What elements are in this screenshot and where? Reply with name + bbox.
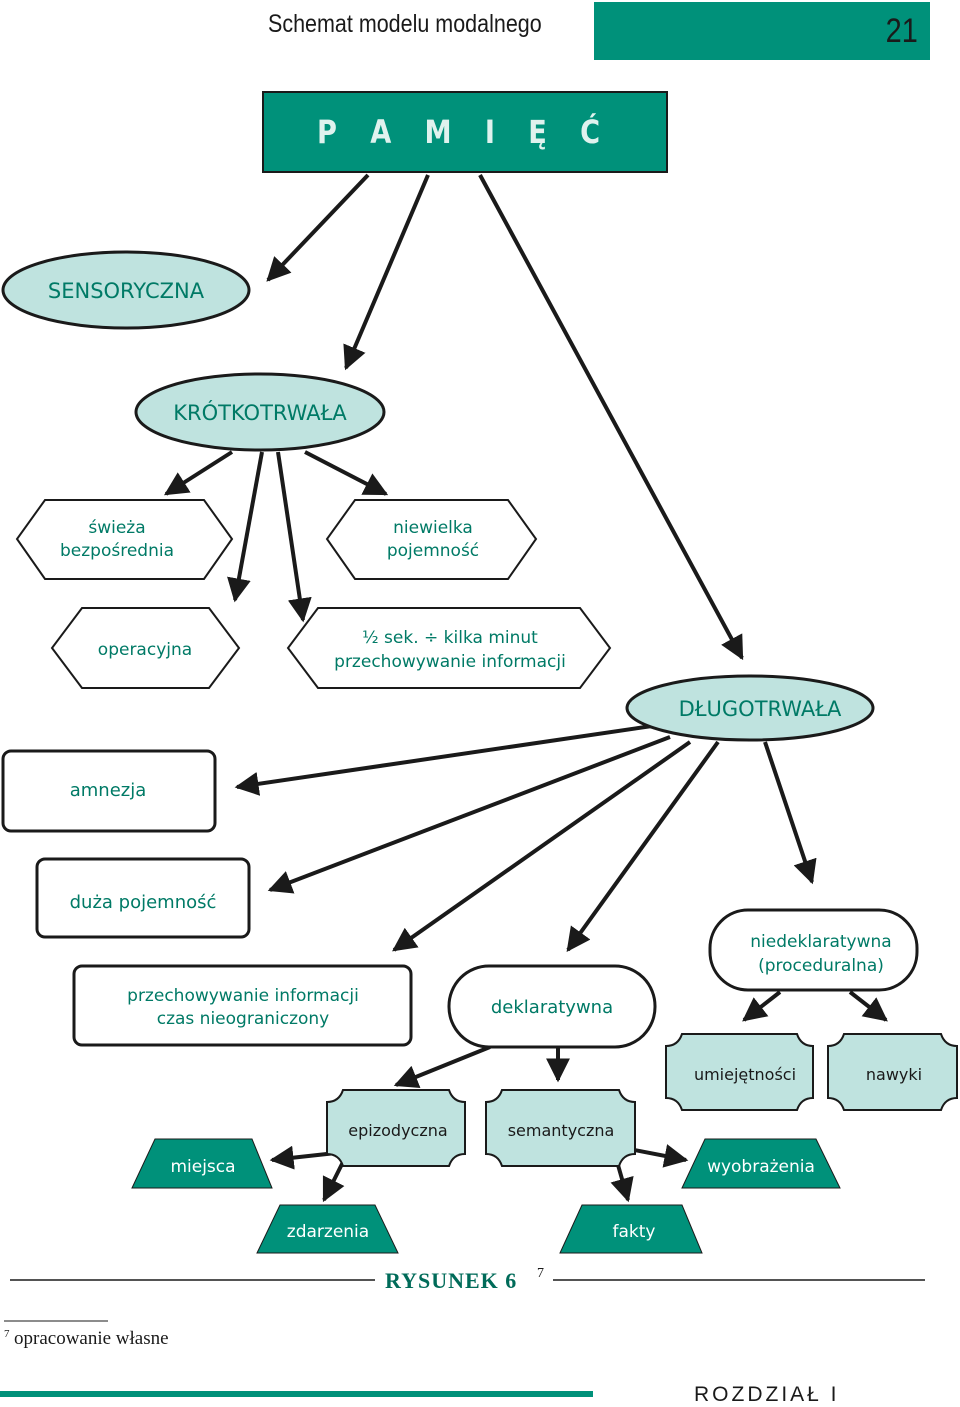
node-amnesia-label: amnezja — [70, 780, 147, 801]
node-places-label: miejsca — [170, 1157, 235, 1177]
arrow-to-long-term — [478, 174, 744, 661]
arrow-to-events — [322, 1157, 347, 1203]
figure-caption-footnote-ref: 7 — [537, 1266, 544, 1281]
figure-caption: RYSUNEK 6 — [385, 1268, 518, 1293]
node-events-label: zdarzenia — [287, 1222, 369, 1242]
node-long-term — [625, 674, 875, 742]
node-semantic — [485, 1089, 636, 1167]
footer-chapter: ROZDZIAŁ I — [694, 1383, 840, 1406]
arrow-to-skills — [742, 990, 782, 1022]
arrow-to-large-capacity — [267, 735, 671, 894]
footnote-number: 7 — [4, 1328, 10, 1340]
node-fresh-line2: bezpośrednia — [60, 541, 174, 561]
node-nondeclarative-line1: niedeklaratywna — [750, 932, 891, 952]
arrow-to-duration — [276, 451, 312, 623]
page-header-title: Schemat modelu modalnego — [268, 10, 542, 38]
node-duration — [286, 607, 612, 689]
node-sensory-label: SENSORYCZNA — [48, 279, 205, 303]
node-semantic-label: semantyczna — [508, 1121, 615, 1140]
node-places — [131, 1138, 273, 1189]
node-amnesia — [1, 749, 217, 833]
node-sensory — [1, 250, 251, 330]
node-declarative-label: deklaratywna — [491, 997, 613, 1018]
page-number: 21 — [885, 12, 918, 50]
arrow-to-habits — [848, 990, 888, 1022]
node-episodic — [326, 1089, 466, 1167]
node-small-capacity — [325, 499, 538, 580]
arrow-to-short-term — [343, 174, 430, 371]
arrow-to-small-capacity — [304, 450, 389, 496]
node-operational-label: operacyjna — [98, 640, 192, 660]
arrow-to-unlimited-storage — [392, 740, 692, 952]
node-small-capacity-line1: niewielka — [393, 518, 473, 538]
arrow-to-fresh — [163, 450, 234, 496]
node-images-label: wyobrażenia — [707, 1157, 815, 1177]
page-number-box: 21 — [594, 2, 930, 60]
footnote-text: opracowanie własne — [14, 1328, 169, 1349]
node-skills-label: umiejętności — [694, 1065, 796, 1084]
node-long-term-label: DŁUGOTRWAŁA — [679, 697, 842, 721]
node-skills — [665, 1033, 814, 1111]
node-declarative — [447, 964, 657, 1049]
node-images — [681, 1138, 841, 1189]
arrow-to-nondeclarative — [763, 741, 817, 885]
node-short-term-label: KRÓTKOTRWAŁA — [173, 400, 347, 425]
root-node-label: P A M I Ę Ć — [317, 113, 613, 151]
node-operational — [50, 607, 241, 689]
node-fresh — [15, 499, 234, 580]
node-unlimited-storage — [72, 964, 413, 1047]
diagram-arrows — [163, 173, 888, 1203]
arrow-to-declarative — [566, 740, 720, 952]
node-unlimited-storage-line2: czas nieograniczony — [157, 1009, 330, 1029]
arrow-to-amnesia — [234, 724, 653, 796]
node-habits-label: nawyki — [866, 1065, 922, 1084]
node-small-capacity-line2: pojemność — [387, 541, 479, 561]
node-unlimited-storage-line1: przechowywanie informacji — [127, 986, 359, 1006]
node-fresh-line1: świeża — [88, 518, 145, 538]
arrow-to-operational — [227, 451, 264, 603]
root-node-pamiec: P A M I Ę Ć — [262, 91, 668, 173]
node-habits — [827, 1033, 958, 1111]
footer-accent-bar — [0, 1391, 593, 1397]
arrow-to-episodic — [393, 1045, 491, 1089]
node-events — [256, 1204, 399, 1254]
node-short-term — [134, 372, 386, 452]
node-facts — [559, 1204, 703, 1254]
node-large-capacity — [35, 857, 251, 939]
node-duration-line2: przechowywanie informacji — [334, 652, 566, 672]
node-nondeclarative — [708, 908, 919, 992]
node-episodic-label: epizodyczna — [348, 1121, 447, 1140]
node-facts-label: fakty — [613, 1222, 656, 1242]
node-nondeclarative-line2: (proceduralna) — [758, 956, 884, 976]
arrow-to-sensory — [266, 173, 370, 282]
node-large-capacity-label: duża pojemność — [70, 892, 217, 913]
node-duration-line1: ½ sek. ÷ kilka minut — [362, 628, 538, 648]
